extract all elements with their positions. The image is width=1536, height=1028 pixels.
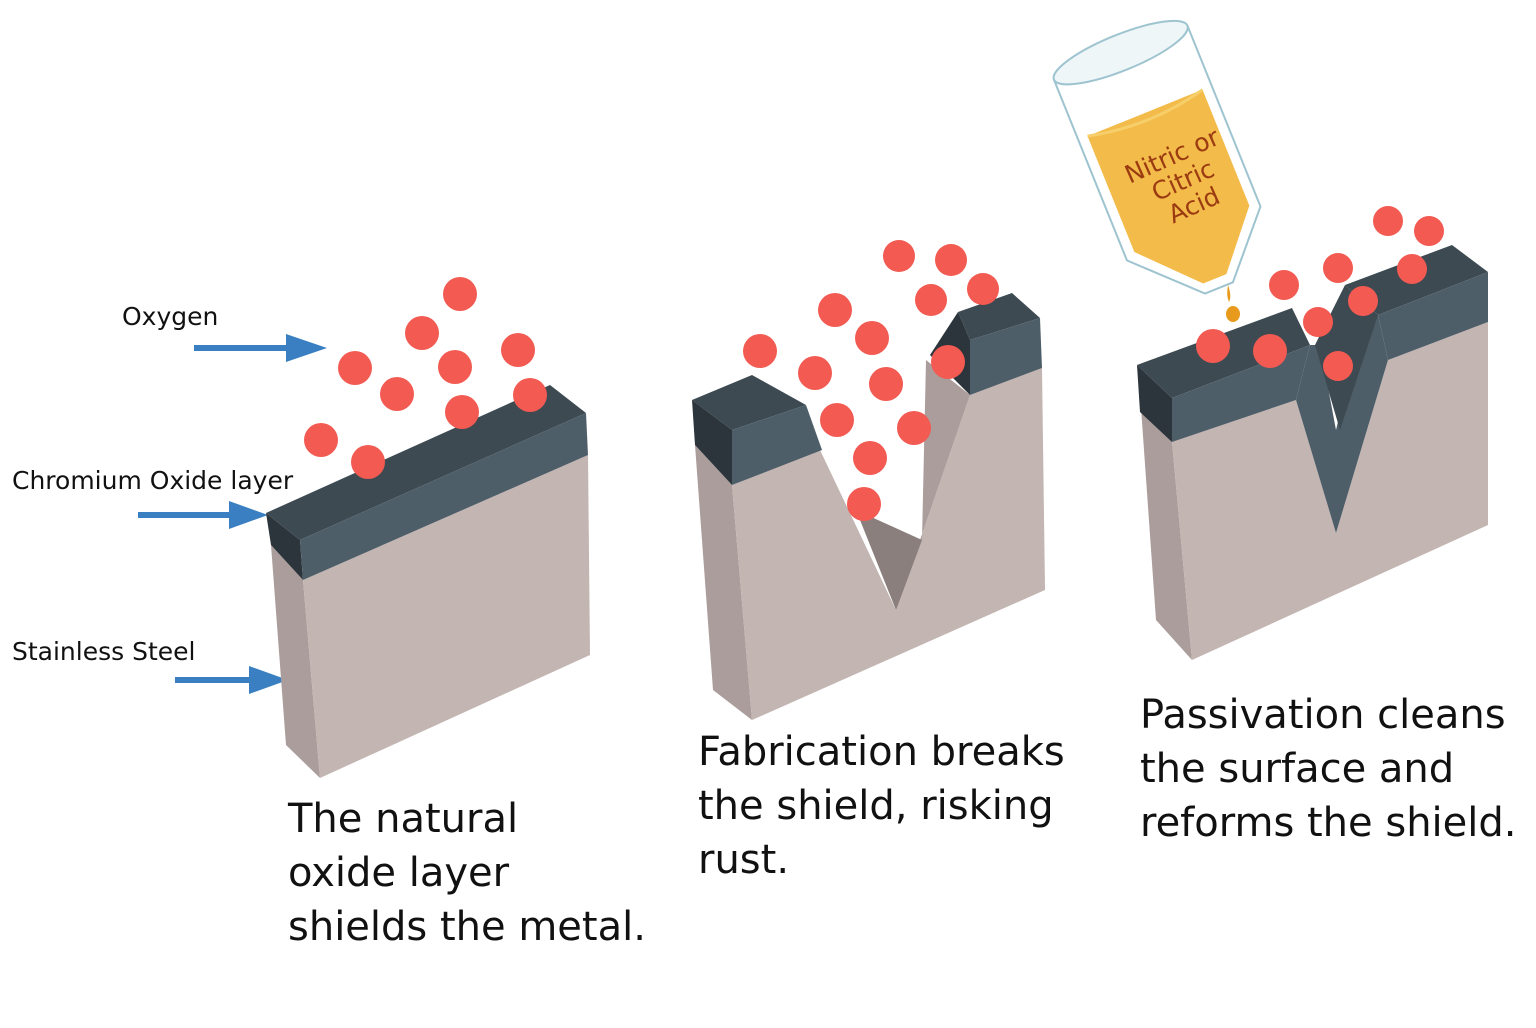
chromium-oxide-label: Chromium Oxide layer bbox=[12, 466, 294, 495]
acid-bottle-icon bbox=[1052, 19, 1262, 295]
oxygen-molecules-passivated bbox=[1196, 206, 1444, 381]
caption-intact: The natural oxide layer shields the meta… bbox=[288, 796, 646, 950]
stainless-steel-label: Stainless Steel bbox=[12, 637, 196, 666]
oxygen-molecules-intact bbox=[304, 277, 547, 479]
caption-passivated: Passivation cleans the surface and refor… bbox=[1140, 692, 1517, 846]
damaged-steel-block bbox=[692, 293, 1045, 720]
stainless-steel-arrow-icon bbox=[175, 666, 288, 694]
chromium-oxide-arrow-icon bbox=[138, 501, 268, 529]
passivated-steel-block bbox=[1137, 245, 1488, 660]
caption-damaged: Fabrication breaks the shield, risking r… bbox=[698, 729, 1065, 883]
intact-steel-block bbox=[266, 385, 590, 778]
oxygen-arrow-icon bbox=[194, 334, 327, 362]
acid-drop-icon bbox=[1226, 285, 1240, 322]
oxygen-molecules-damaged bbox=[743, 240, 999, 521]
oxygen-label: Oxygen bbox=[122, 302, 219, 331]
